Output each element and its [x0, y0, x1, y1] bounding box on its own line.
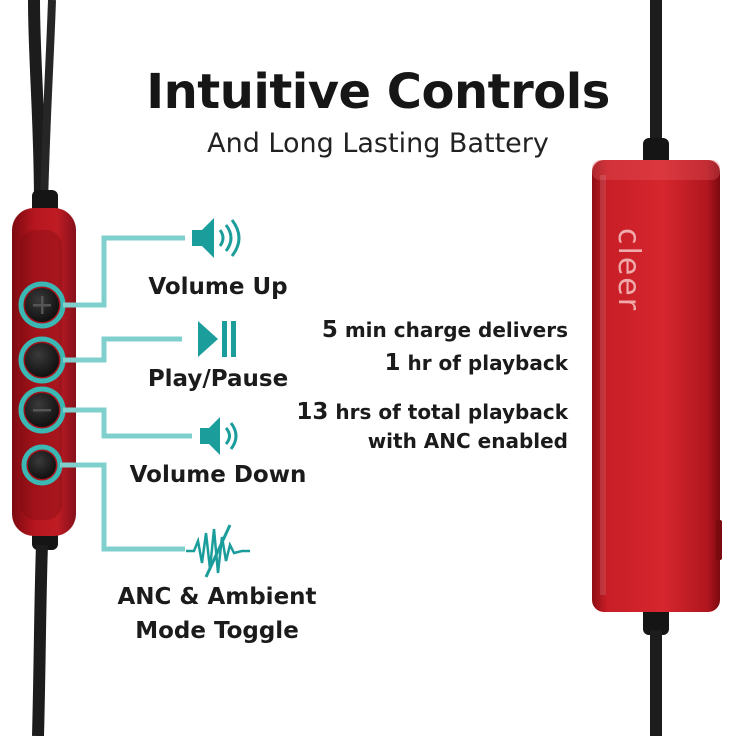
battery-stat-2-text: hr of playback — [400, 351, 568, 375]
battery-stat-4-text: with ANC enabled — [367, 429, 568, 453]
battery-stat-2-number: 1 — [384, 350, 401, 376]
volume-down-button-graphic — [25, 393, 59, 427]
anc-button-graphic — [28, 451, 56, 479]
right-cable — [643, 0, 669, 736]
speaker-loud-icon — [192, 218, 241, 258]
brand-logo: cleer — [606, 228, 646, 312]
battery-stat-3-number: 13 — [296, 399, 329, 425]
label-play-pause: Play/Pause — [147, 366, 289, 392]
label-anc-line2: Mode Toggle — [135, 618, 299, 644]
label-volume-up: Volume Up — [148, 274, 288, 300]
page-title: Intuitive Controls — [146, 64, 610, 120]
label-anc-line1: ANC & Ambient — [117, 584, 317, 610]
play-pause-button-graphic — [25, 343, 59, 377]
play-pause-icon — [198, 321, 236, 357]
battery-stat-2: 1 hr of playback — [384, 350, 568, 376]
battery-pod — [592, 160, 722, 612]
battery-stat-1: 5 min charge delivers — [322, 317, 568, 343]
battery-stat-1-number: 5 — [321, 317, 338, 343]
volume-up-button-graphic — [25, 288, 59, 322]
speaker-low-icon — [200, 417, 238, 455]
inline-remote — [12, 208, 76, 536]
battery-stat-3-text: hrs of total playback — [328, 400, 568, 424]
brand-text: cleer — [611, 228, 646, 313]
battery-stat-3: 13 hrs of total playback — [296, 399, 568, 425]
connector-lines — [60, 235, 192, 552]
label-volume-down: Volume Down — [129, 462, 307, 488]
battery-stat-1-text: min charge delivers — [337, 318, 568, 342]
anc-wave-icon — [186, 524, 250, 578]
page-subtitle: And Long Lasting Battery — [207, 128, 549, 159]
battery-stat-4: with ANC enabled — [368, 429, 568, 453]
